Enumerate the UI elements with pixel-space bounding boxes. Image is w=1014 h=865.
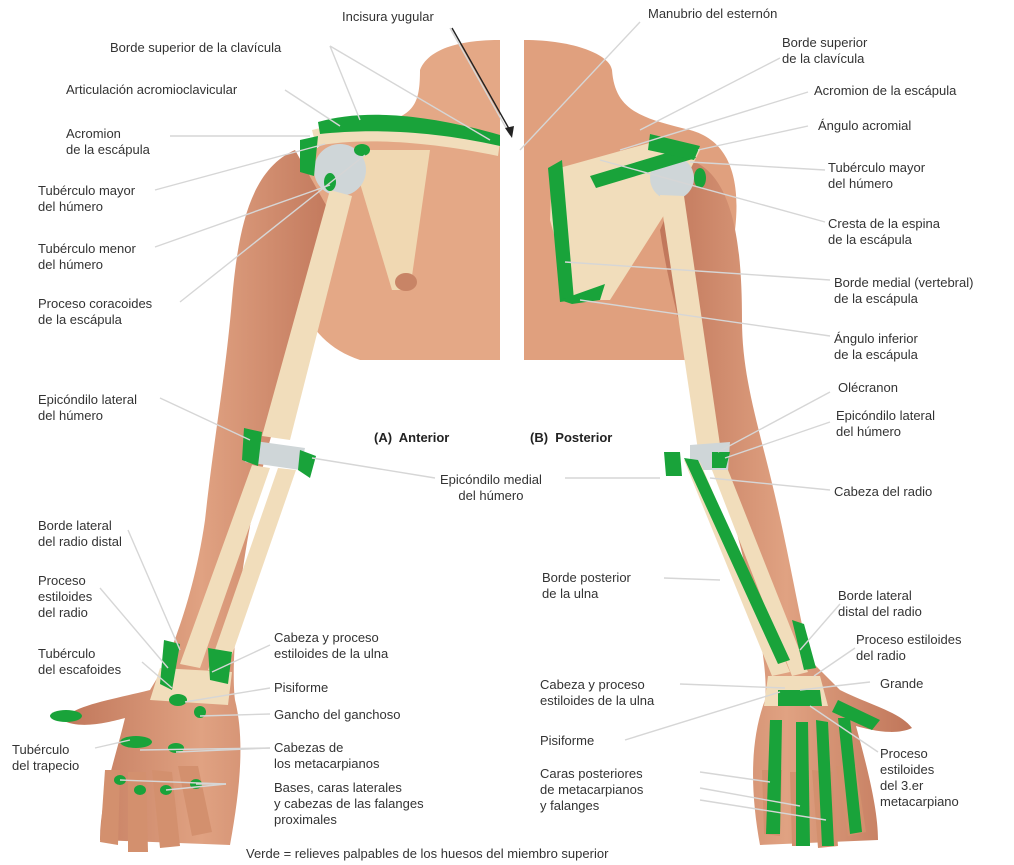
leader-line (814, 648, 855, 676)
leader-line (640, 58, 780, 130)
label-tuberculo-mayor-a: Tubérculo mayor del húmero (38, 183, 135, 215)
label-olecranon: Olécranon (838, 380, 898, 396)
label-epicondilo-lateral-a: Epicóndilo lateral del húmero (38, 392, 137, 424)
label-angulo-inferior: Ángulo inferior de la escápula (834, 331, 918, 363)
leader-line (128, 530, 180, 650)
label-acromion-b: Acromion de la escápula (814, 83, 956, 99)
label-borde-superior-clavicula-a: Borde superior de la clavícula (110, 40, 281, 56)
label-cabeza-ulna-a: Cabeza y proceso estiloides de la ulna (274, 630, 388, 662)
legend-caption: Verde = relieves palpables de los huesos… (246, 846, 608, 862)
posterior-arm (660, 160, 912, 845)
leader-line (664, 578, 720, 580)
label-caras-posteriores: Caras posteriores de metacarpianos y fal… (540, 766, 643, 814)
label-acromion-a: Acromion de la escápula (66, 126, 150, 158)
label-cabezas-metacarpianos: Cabezas de los metacarpianos (274, 740, 380, 772)
label-estiloides-tercer-metacarpiano: Proceso estiloides del 3.er metacarpiano (880, 746, 959, 810)
label-articulacion-acromioclavicular: Articulación acromioclavicular (66, 82, 237, 98)
label-tuberculo-trapecio: Tubérculo del trapecio (12, 742, 79, 774)
leader-line (330, 46, 360, 120)
leader-line (800, 604, 840, 650)
label-bases-caras-laterales: Bases, caras laterales y cabezas de las … (274, 780, 424, 828)
view-title-posterior: (B) Posterior (530, 430, 612, 446)
view-title-anterior: (A) Anterior (374, 430, 449, 446)
label-estiloides-radio-b: Proceso estiloides del radio (856, 632, 962, 664)
leader-line (285, 90, 340, 126)
label-gancho-ganchoso: Gancho del ganchoso (274, 707, 400, 723)
label-borde-medial: Borde medial (vertebral) de la escápula (834, 275, 973, 307)
label-manubrio: Manubrio del esternón (648, 6, 777, 22)
label-borde-posterior-ulna: Borde posterior de la ulna (542, 570, 631, 602)
anterior-view (50, 40, 500, 852)
label-epicondilo-medial: Epicóndilo medial del húmero (440, 472, 542, 504)
leader-line (312, 458, 435, 478)
label-angulo-acromial: Ángulo acromial (818, 118, 911, 134)
label-tuberculo-escafoides: Tubérculo del escafoides (38, 646, 121, 678)
label-cabeza-ulna-b: Cabeza y proceso estiloides de la ulna (540, 677, 654, 709)
label-epicondilo-lateral-b: Epicóndilo lateral del húmero (836, 408, 935, 440)
leader-line (698, 126, 808, 150)
label-grande: Grande (880, 676, 923, 692)
label-tuberculo-menor: Tubérculo menor del húmero (38, 241, 136, 273)
label-pisiforme-b: Pisiforme (540, 733, 594, 749)
label-cresta-espina: Cresta de la espina de la escápula (828, 216, 940, 248)
label-borde-superior-clavicula-b: Borde superior de la clavícula (782, 35, 867, 67)
label-borde-lateral-radio-distal: Borde lateral del radio distal (38, 518, 122, 550)
label-cabeza-radio: Cabeza del radio (834, 484, 932, 500)
label-estiloides-radio-a: Proceso estiloides del radio (38, 573, 92, 621)
center-gap (500, 30, 524, 370)
anterior-nipple (395, 273, 417, 291)
label-incisura-yugular: Incisura yugular (342, 9, 434, 25)
label-proceso-coracoides: Proceso coracoides de la escápula (38, 296, 152, 328)
label-borde-lateral-distal-radio: Borde lateral distal del radio (838, 588, 922, 620)
label-pisiforme-a: Pisiforme (274, 680, 328, 696)
label-tuberculo-mayor-b: Tubérculo mayor del húmero (828, 160, 925, 192)
